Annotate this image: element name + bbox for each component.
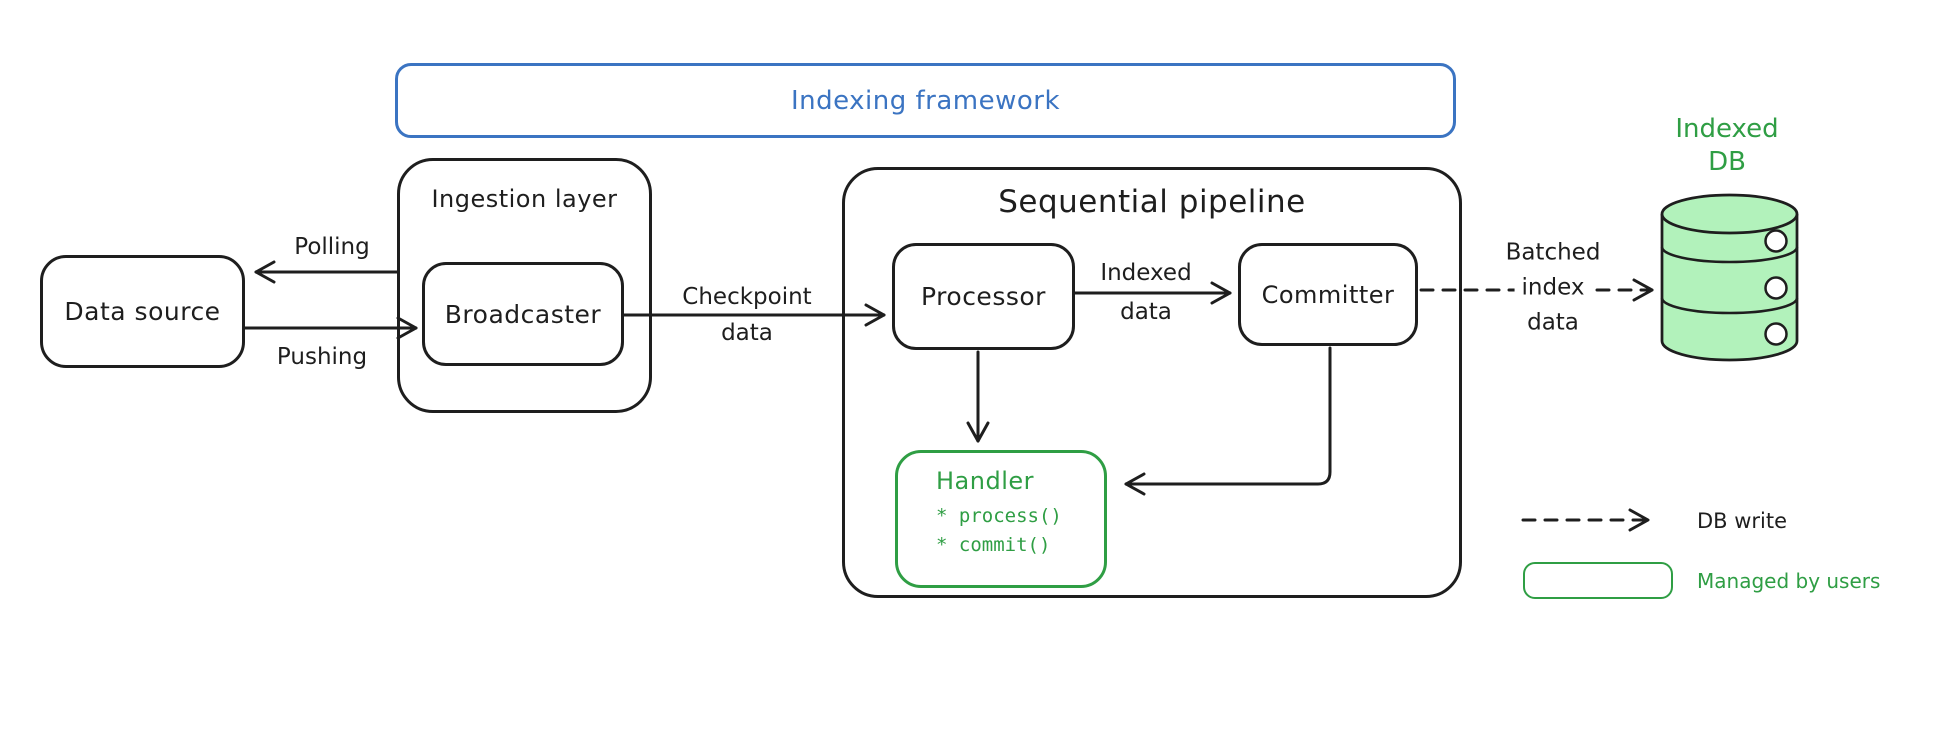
sequential-pipeline-group: Sequential pipeline bbox=[842, 167, 1462, 598]
legend-db-write-label: DB write bbox=[1697, 509, 1788, 533]
batched-index-data-edge-label: Batched index data bbox=[1505, 239, 1601, 336]
indexed-db-label: Indexed DB bbox=[1675, 114, 1779, 177]
polling-edge-label: Polling bbox=[294, 234, 370, 260]
broadcaster-label: Broadcaster bbox=[444, 299, 602, 329]
db-separator-line bbox=[1660, 246, 1799, 264]
committer-label: Committer bbox=[1261, 280, 1395, 309]
broadcaster-node: Broadcaster bbox=[422, 262, 624, 366]
legend-managed-box-icon bbox=[1523, 562, 1673, 599]
committer-to-handler-arrow bbox=[1124, 346, 1332, 496]
handler-method-process: * process() bbox=[936, 505, 1062, 527]
legend-managed-by-users-label: Managed by users bbox=[1697, 569, 1881, 593]
handler-label: Handler bbox=[936, 467, 1034, 495]
data-source-label: Data source bbox=[64, 297, 221, 326]
ingestion-layer-group: Ingestion layer bbox=[397, 158, 652, 413]
db-dot-icon bbox=[1764, 276, 1788, 300]
pushing-edge-label: Pushing bbox=[276, 344, 368, 370]
checkpoint-data-edge-label: Checkpoint data bbox=[682, 284, 812, 346]
indexed-db-cylinder-icon bbox=[1660, 193, 1799, 362]
db-separator-line bbox=[1660, 297, 1799, 315]
db-dot-icon bbox=[1764, 229, 1788, 253]
handler-node: Handler * process() * commit() bbox=[895, 450, 1107, 588]
data-source-node: Data source bbox=[40, 255, 245, 368]
ingestion-layer-label: Ingestion layer bbox=[431, 185, 618, 213]
handler-method-commit: * commit() bbox=[936, 534, 1051, 556]
indexed-data-edge-label: Indexed data bbox=[1100, 260, 1192, 325]
indexing-framework-label: Indexing framework bbox=[790, 85, 1061, 116]
indexing-framework-frame: Indexing framework bbox=[395, 63, 1456, 138]
db-dot-icon bbox=[1764, 322, 1788, 346]
committer-node: Committer bbox=[1238, 243, 1418, 346]
processor-node: Processor bbox=[892, 243, 1075, 350]
handler-methods: * process() * commit() bbox=[936, 502, 1062, 560]
processor-label: Processor bbox=[921, 282, 1046, 311]
sequential-pipeline-label: Sequential pipeline bbox=[998, 184, 1306, 220]
